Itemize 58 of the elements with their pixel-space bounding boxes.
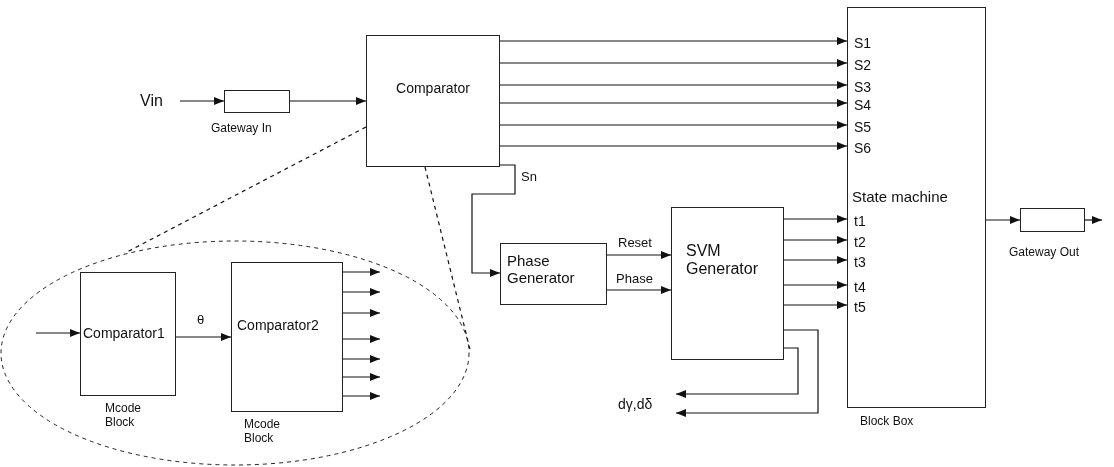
block-caption: Mcode Block [105, 401, 143, 430]
arrow [783, 215, 848, 223]
block-label: Phase Generator [507, 252, 576, 287]
block-label: Comparator2 [237, 317, 320, 334]
process-block [671, 207, 784, 360]
port-label: S3 [854, 79, 872, 96]
arrow [499, 142, 848, 150]
arrow [342, 309, 381, 317]
block-label: Comparator [395, 80, 471, 97]
port-label: S1 [854, 35, 872, 52]
block-caption: Mcode Block [244, 417, 282, 446]
arrow [342, 335, 381, 343]
port-label: t3 [854, 254, 866, 271]
arrow [499, 99, 848, 107]
port-label: S6 [854, 140, 872, 157]
block-caption: Block Box [860, 414, 915, 429]
block-caption: Gateway Out [1009, 245, 1081, 260]
block-label: Comparator1 [83, 325, 166, 342]
arrow [499, 121, 848, 129]
zoom-line [424, 166, 471, 350]
arrow [606, 251, 672, 259]
port-label: t2 [854, 234, 866, 251]
arrow [783, 236, 848, 244]
arrow [179, 97, 225, 105]
signal-label: dγ,dδ [618, 396, 654, 413]
signal-label: Vin [140, 92, 164, 111]
port-label: S4 [854, 97, 872, 114]
arrow [289, 97, 367, 105]
arrow [342, 355, 381, 363]
arrow [606, 286, 672, 294]
port-label: t1 [854, 213, 866, 230]
process-block [500, 243, 607, 305]
arrow [783, 301, 848, 309]
block-label: SVM Generator [686, 242, 760, 279]
arrow [342, 392, 381, 400]
arrow [471, 164, 516, 277]
dashed-ellipse [0, 240, 470, 466]
port-label: t5 [854, 299, 866, 316]
arrow [35, 329, 81, 337]
port-label: S2 [854, 57, 872, 74]
arrow [175, 333, 232, 341]
arrow [783, 256, 848, 264]
arrow [342, 373, 381, 381]
arrow [499, 81, 848, 89]
arrow [1084, 216, 1103, 224]
arrow [499, 59, 848, 67]
block-label: State machine [852, 188, 948, 206]
arrow [675, 347, 799, 398]
arrow [342, 288, 381, 296]
arrow [675, 329, 819, 417]
block-caption: Gateway In [211, 121, 273, 136]
port-label: t4 [854, 279, 866, 296]
process-block [366, 35, 500, 167]
port-label: S5 [854, 119, 872, 136]
arrow [342, 268, 381, 276]
arrow [985, 216, 1021, 224]
arrow [499, 37, 848, 45]
arrow [783, 281, 848, 289]
